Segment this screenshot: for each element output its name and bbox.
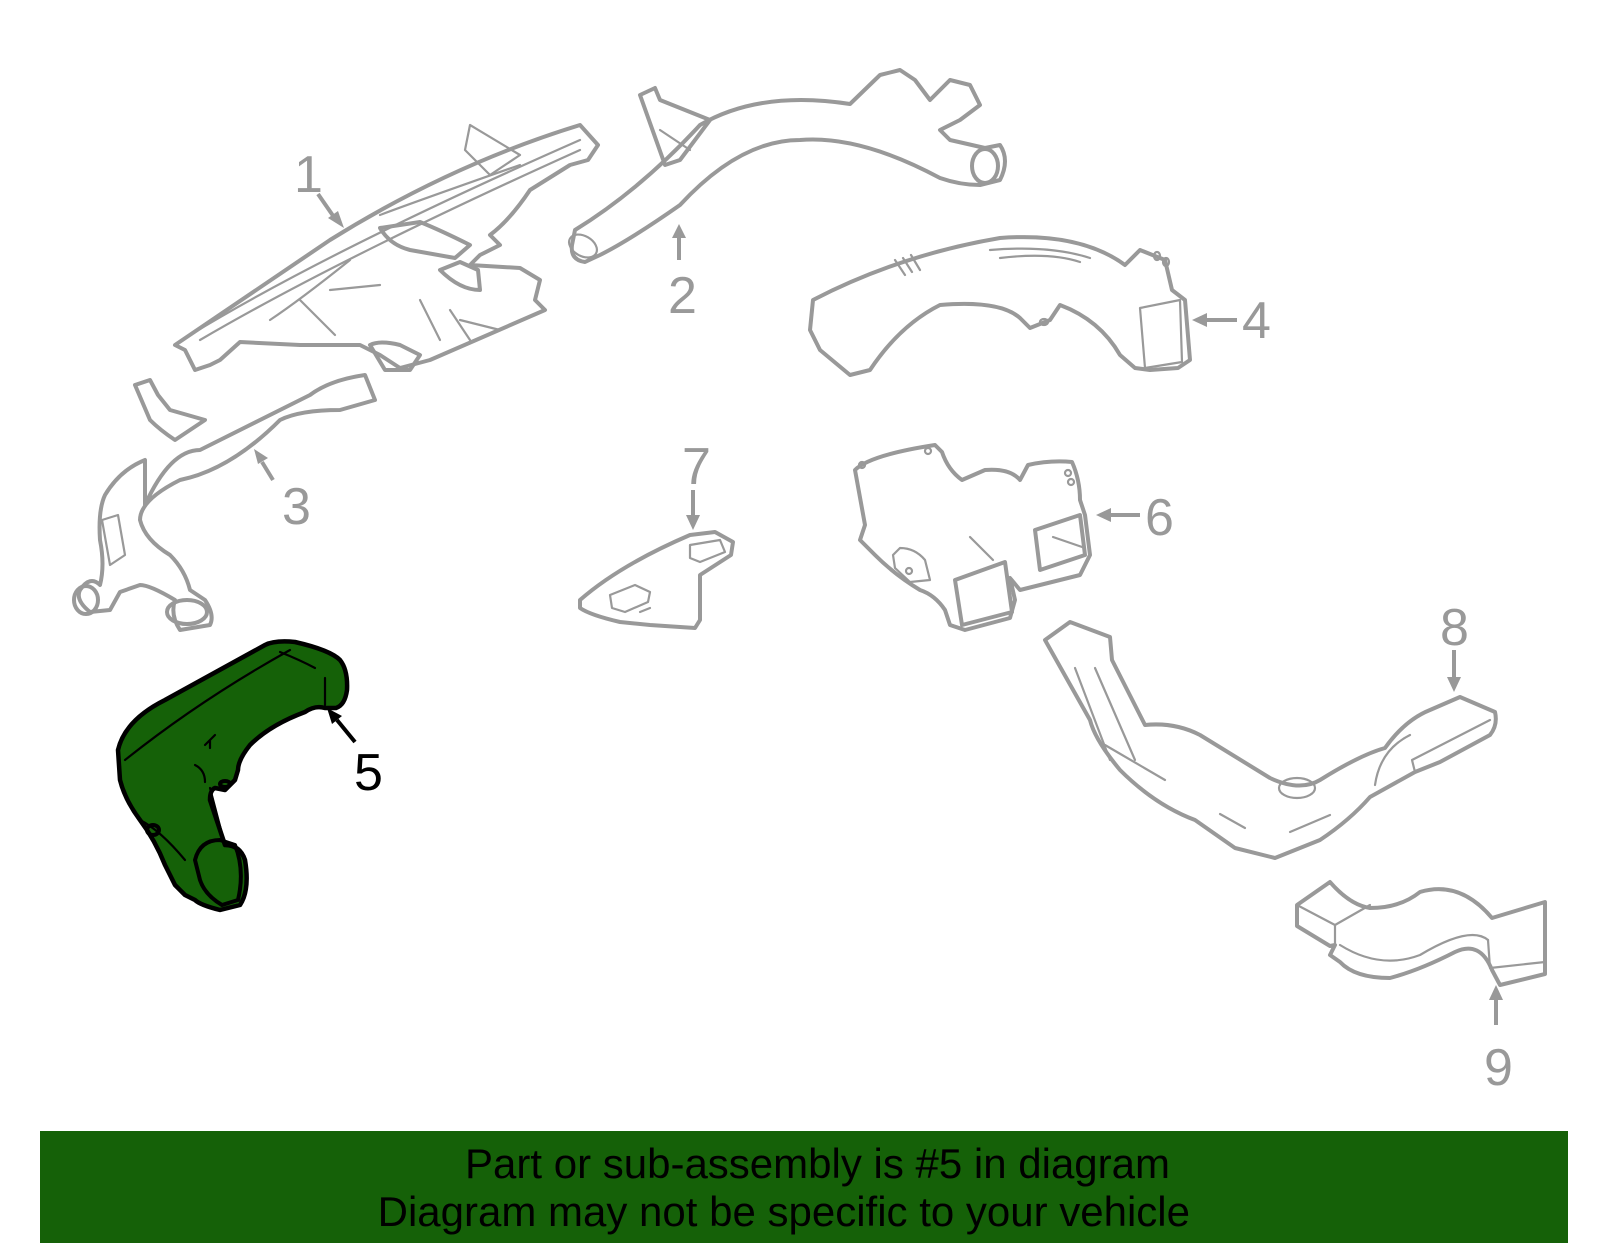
callout-8-label: 8 xyxy=(1440,599,1469,657)
callout-7-label: 7 xyxy=(682,438,711,496)
callout-3-arrowhead xyxy=(254,449,268,464)
banner-disclaimer-text: Diagram may not be specific to your vehi… xyxy=(377,1188,1190,1235)
part-6-twin-outlet[interactable] xyxy=(853,443,1092,632)
callout-3-arrow xyxy=(260,460,275,482)
callout-4-label: 4 xyxy=(1242,292,1271,350)
callout-1-arrowhead xyxy=(328,211,344,228)
callout-9-arrowhead xyxy=(1489,985,1503,1000)
callout-6-label: 6 xyxy=(1145,489,1174,547)
callout-9-label: 9 xyxy=(1484,1039,1513,1097)
part-3-left-duct[interactable] xyxy=(72,373,377,632)
callout-2-arrowhead xyxy=(672,224,686,238)
callout-2-label: 2 xyxy=(668,267,697,325)
callout-6-arrowhead xyxy=(1096,508,1111,522)
callout-5-label: 5 xyxy=(354,744,383,802)
part-8-lower-duct[interactable] xyxy=(1043,620,1498,860)
callout-5-arrowhead xyxy=(327,708,342,724)
part-info-banner: Part or sub-assembly is #5 in diagram Di… xyxy=(40,1131,1568,1243)
part-9-small-duct[interactable] xyxy=(1295,880,1547,987)
part-4-curved-duct[interactable] xyxy=(808,235,1192,377)
part-2-upper-duct[interactable] xyxy=(565,68,1007,264)
part-1-center-duct[interactable] xyxy=(173,123,600,372)
callout-4-arrowhead xyxy=(1192,313,1207,327)
callout-1-label: 1 xyxy=(294,146,323,204)
callout-7-arrowhead xyxy=(686,515,700,530)
callout-5-arrow xyxy=(335,718,357,744)
callout-3-label: 3 xyxy=(282,478,311,536)
part-7-bracket[interactable] xyxy=(578,530,735,630)
callout-8-arrowhead xyxy=(1447,677,1461,692)
part-5-highlighted-duct[interactable] xyxy=(115,639,350,913)
banner-part-number-text: Part or sub-assembly is #5 in diagram xyxy=(465,1140,1170,1187)
